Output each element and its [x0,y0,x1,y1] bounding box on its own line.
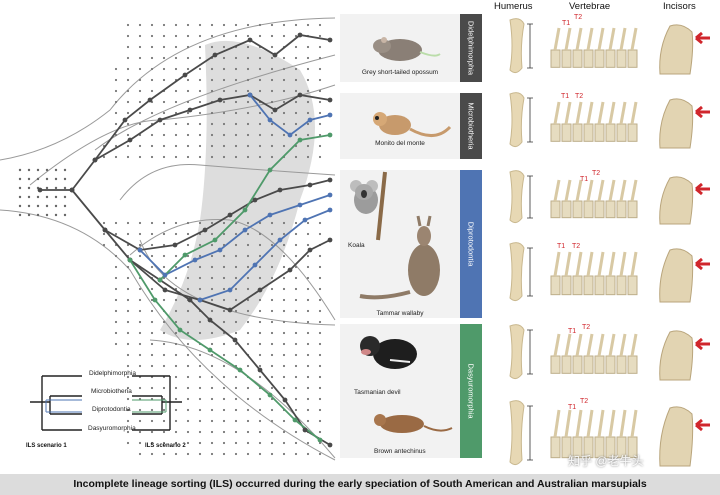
koala-label: Koala [348,242,365,249]
tree-dot-grid [18,23,322,456]
vertebra-t2-label: T2 [582,324,591,331]
incisor-specimen [652,170,718,228]
vertebra-t1-label: T1 [568,404,577,411]
clade-bar-didelphimorphia: Didelphimorphia [460,14,482,82]
antechinus-label: Brown antechinus [374,448,426,455]
humerus-specimen [500,16,540,76]
clade-label: Dasyuromorphia [466,363,476,419]
panel-didelphimorphia: Grey short-tailed opossum Didelphimorphi… [340,14,482,82]
tree-background [160,40,315,341]
ils-scenario-1-label: ILS scenario 1 [26,443,67,449]
koala-wallaby-illustration [350,171,440,300]
humerus-specimen [500,398,540,468]
vertebra-t2-label: T2 [575,93,584,100]
vertebrae-specimen [545,98,645,150]
vertebra-t2-label: T2 [592,170,601,177]
vertebra-t2-label: T2 [572,243,581,250]
humerus-specimen [500,240,540,304]
vertebra-t1-label: T1 [562,20,571,27]
tree-nodes [37,32,333,448]
devil-label: Tasmanian devil [354,389,401,396]
monito-label: Monito del monte [375,140,425,147]
legend-item-diprotodontia: Diprotodontia [92,406,131,413]
panel-microbiotheria: Monito del monte Microbiotheria [340,93,482,159]
vertebrae-specimen [545,176,645,226]
vertebra-t1-label: T1 [568,328,577,335]
vertebrae-specimen [545,330,645,382]
incisor-specimen [652,242,718,306]
legend-item-microbiotheria: Microbiotheria [91,388,132,395]
incisor-specimen [652,18,718,78]
clade-bar-diprotodontia: Diprotodontia [460,170,482,318]
vertebra-t1-label: T1 [561,93,570,100]
incisor-specimen [652,324,718,384]
panel-diprotodontia: Koala Tammar wallaby Diprotodontia [340,170,482,318]
watermark: 知乎 @老牛头 [568,454,644,468]
vertebra-t1-label: T1 [557,243,566,250]
legend-item-didelphimorphia: Didelphimorphia [89,370,136,377]
clade-bar-dasyuromorphia: Dasyuromorphia [460,324,482,458]
incisor-specimen [652,400,718,470]
wallaby-label: Tammar wallaby [376,310,424,317]
legend-item-dasyuromorphia: Dasyuromorphia [88,425,136,432]
opossum-label: Grey short-tailed opossum [361,69,439,76]
ils-legend-trees [30,375,182,431]
humerus-specimen [500,168,540,226]
ils-scenario-2-label: ILS scenario 2 [145,443,186,449]
lineage-tree [0,17,336,461]
column-header-incisors: Incisors [663,1,696,12]
vertebrae-specimen [545,24,645,76]
vertebra-t1-label: T1 [580,176,589,183]
column-header-humerus: Humerus [494,1,533,12]
clade-label: Microbiotheria [466,102,476,150]
vertebrae-specimen [545,248,645,304]
vertebra-t2-label: T2 [580,398,589,405]
opossum-illustration [373,37,441,61]
panel-dasyuromorphia: Tasmanian devil Brown antechinus Dasyuro… [340,324,482,458]
incisor-specimen [652,92,718,152]
figure-caption: Incomplete lineage sorting (ILS) occurre… [0,474,720,495]
monito-illustration [373,112,452,137]
humerus-specimen [500,90,540,150]
column-header-vertebrae: Vertebrae [569,1,611,12]
clade-label: Didelphimorphia [466,20,476,76]
devil-antechinus-illustration [360,336,453,433]
clade-label: Diprotodontia [466,221,476,267]
vertebra-t2-label: T2 [574,14,583,21]
humerus-specimen [500,322,540,382]
clade-bar-microbiotheria: Microbiotheria [460,93,482,159]
vertebrae-specimen [545,406,645,468]
